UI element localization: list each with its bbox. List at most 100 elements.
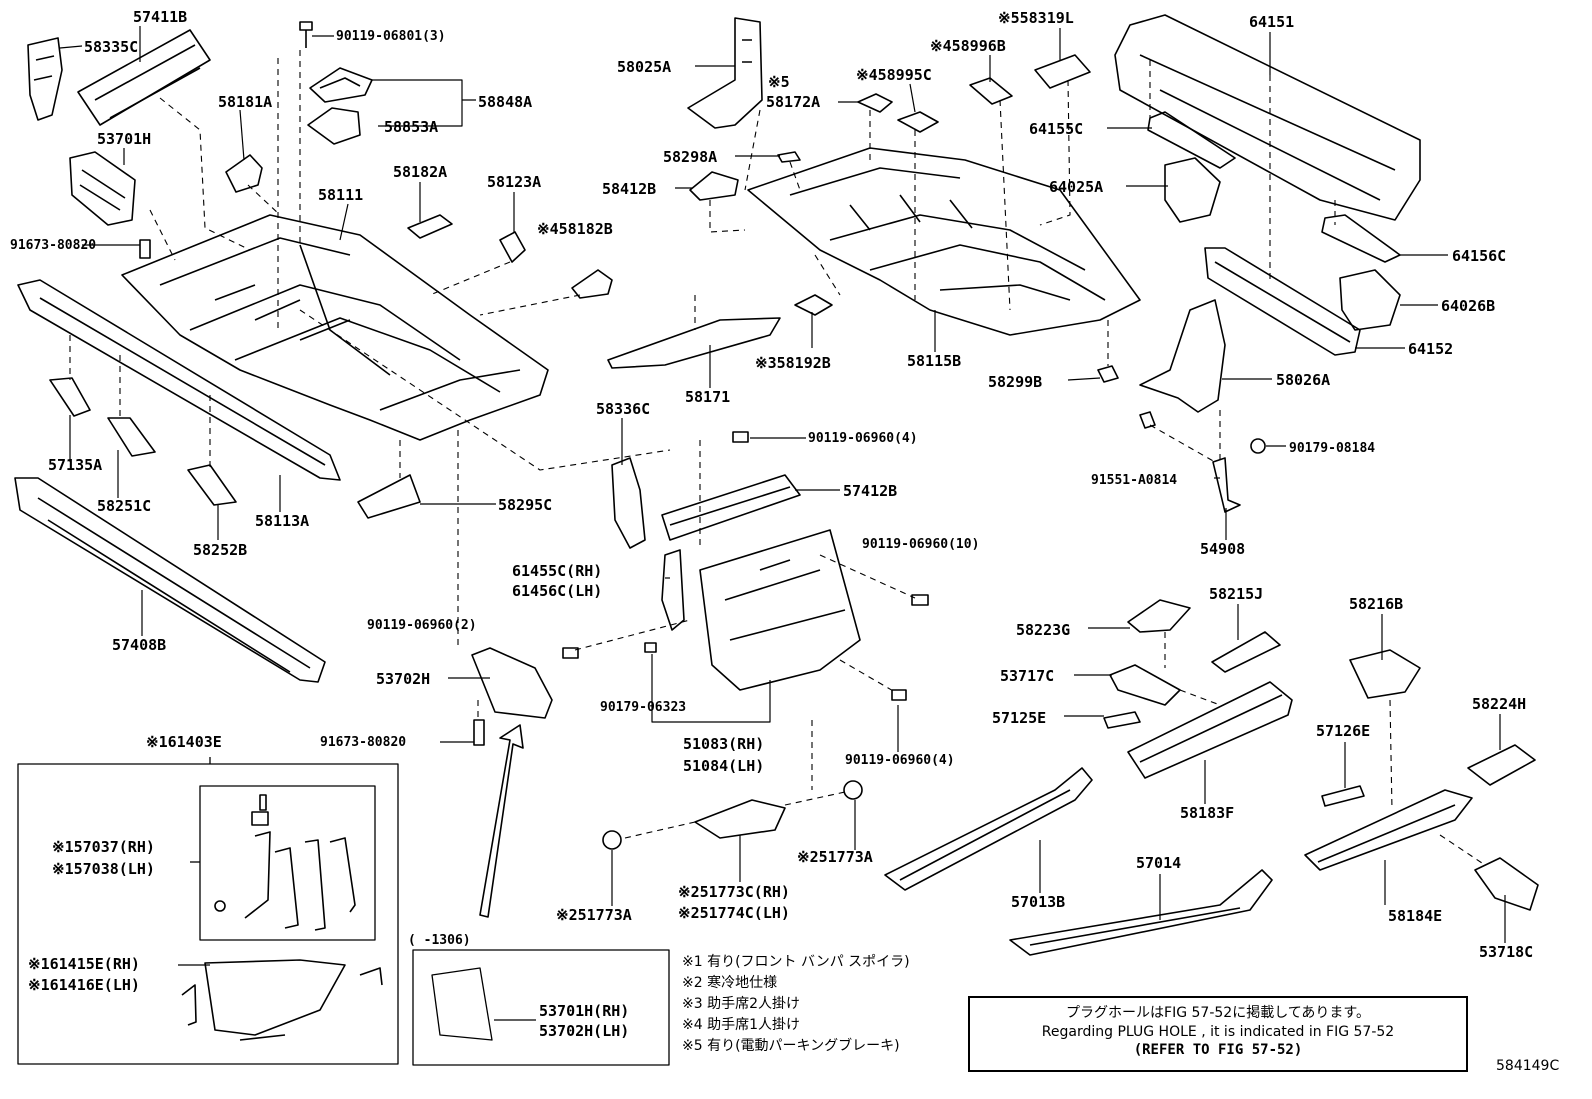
part-label-l25: 64151 — [1249, 13, 1295, 31]
part-label-l66: 53718C — [1479, 943, 1534, 961]
part-label-l07: 53701H — [97, 130, 152, 148]
part-58995C-shape — [897, 111, 939, 133]
part-58123A-shape — [499, 231, 526, 263]
part-53702H-shape — [471, 647, 553, 719]
part-64025A-shape — [1164, 157, 1221, 223]
part-label-l26: 64155C — [1029, 120, 1084, 138]
part-label-l69: ※251773A — [556, 906, 632, 924]
part-label-l34: 58115B — [907, 352, 962, 370]
part-58335C-shape — [27, 37, 63, 121]
bracket-61415E-shape — [181, 959, 383, 1041]
leader-lines — [59, 26, 1506, 943]
part-58251C-shape — [107, 417, 156, 457]
part-57135A-shape — [49, 377, 91, 417]
plug-note-japanese: プラグホールはFIG 57-52に掲載してあります。 — [1066, 1005, 1370, 1021]
part-57013B-shape — [884, 767, 1093, 891]
bolt-91551-shape — [1139, 411, 1156, 429]
plug-note-english: Regarding PLUG HOLE , it is indicated in… — [1041, 1024, 1395, 1040]
part-58184E-shape — [1304, 789, 1473, 871]
part-57408B-shape — [14, 477, 326, 683]
part-54908-shape — [1212, 457, 1241, 513]
part-label-l45: 61455C(RH) — [512, 562, 603, 580]
part-label-l12: 91673-80820 — [10, 238, 97, 253]
part-label-l06: 58181A — [218, 93, 273, 111]
part-58181A-shape — [225, 154, 263, 193]
part-label-l24: ※558319L — [998, 9, 1074, 27]
part-label-l71: ※157037(RH) — [52, 838, 155, 856]
part-label-l65: 58184E — [1388, 907, 1443, 925]
part-label-l14: 58251C — [97, 497, 152, 515]
part-label-l08: 58111 — [318, 186, 364, 204]
plug-hole-note-box: プラグホールはFIG 57-52に掲載してあります。 Regarding PLU… — [968, 996, 1468, 1072]
part-58192B-shape — [794, 294, 833, 316]
part-label-l63: 57014 — [1136, 854, 1182, 872]
part-label-l75: ( -1306) — [408, 933, 471, 948]
clip-90179-06323-shape — [644, 642, 657, 653]
part-58224H-shape — [1467, 744, 1536, 786]
part-label-l32: 58412B — [602, 180, 657, 198]
part-label-l23: ※458996B — [930, 37, 1006, 55]
plug-note-refer: (REFER TO FIG 57-52) — [1133, 1042, 1303, 1058]
part-58252B-shape — [187, 464, 237, 506]
part-57411B-shape — [77, 29, 211, 126]
part-label-l61: 58183F — [1180, 804, 1235, 822]
part-58336C-shape — [611, 457, 646, 549]
part-label-l22: ※458995C — [856, 66, 932, 84]
nut-90179-08184-shape — [1250, 438, 1266, 454]
part-58848A-shape — [309, 67, 373, 103]
part-label-l72: ※157038(LH) — [52, 860, 155, 878]
part-label-l47: 58223G — [1016, 621, 1071, 639]
part-label-l10: 58123A — [487, 173, 542, 191]
part-label-l64: 57013B — [1011, 893, 1066, 911]
part-label-l03: 90119-06801(3) — [336, 29, 446, 44]
part-58115B-shape — [747, 147, 1141, 336]
reference-arrow — [479, 724, 524, 918]
part-label-l40: 90179-08184 — [1289, 441, 1376, 456]
part-label-l52: 53702H — [376, 670, 431, 688]
bolt-90119-06801-shape — [299, 21, 313, 48]
part-58215J-shape — [1211, 631, 1281, 673]
part-57014-shape — [1009, 869, 1273, 956]
part-label-l38: 58336C — [596, 400, 651, 418]
part-label-l28: 64156C — [1452, 247, 1507, 265]
part-label-l37: 58026A — [1276, 371, 1331, 389]
part-64026B-shape — [1339, 269, 1401, 331]
part-label-l35: 58171 — [685, 388, 731, 406]
illustration-ref-code: 584149C — [1496, 1058, 1560, 1074]
part-label-l20: ※5 — [768, 73, 790, 91]
part-58298A-shape — [777, 151, 801, 163]
part-label-l01: 57411B — [133, 8, 188, 26]
part-label-l43: 54908 — [1200, 540, 1246, 558]
part-58182A-shape — [407, 214, 453, 239]
part-57126E-shape — [1321, 785, 1365, 807]
part-label-l53: 90179-06323 — [600, 700, 687, 715]
part-label-l68: ※251774C(LH) — [678, 904, 790, 922]
part-58412B-shape — [689, 171, 739, 201]
part-64151-shape — [1114, 14, 1421, 221]
part-label-l27: 64025A — [1049, 178, 1104, 196]
part-label-l50: 90119-06960(2) — [367, 618, 477, 633]
part-label-l46: 61456C(LH) — [512, 582, 603, 600]
part-label-l05: 58853A — [384, 118, 439, 136]
footnote-5: ※5 有り(電動パーキングブレーキ) — [682, 1038, 900, 1054]
part-label-l02: 58335C — [84, 38, 139, 56]
part-label-l13: 57135A — [48, 456, 103, 474]
part-label-l49: 58216B — [1349, 595, 1404, 613]
part-53718C-shape — [1474, 857, 1539, 911]
part-label-l21: 58172A — [766, 93, 821, 111]
part-label-l55: 58224H — [1472, 695, 1527, 713]
part-label-l11: ※458182B — [537, 220, 613, 238]
part-58183F-shape — [1127, 681, 1293, 779]
footnote-1: ※1 有り(フロント バンパ スポイラ) — [682, 954, 910, 970]
footnote-4: ※4 助手席1人掛け — [682, 1017, 800, 1033]
part-label-l16: 58252B — [193, 541, 248, 559]
part-61455C-shape — [661, 549, 685, 631]
footnote-3: ※3 助手席2人掛け — [682, 996, 800, 1012]
part-label-l51: 53717C — [1000, 667, 1055, 685]
part-label-l57: 91673-80820 — [320, 735, 407, 750]
part-label-l70: ※161403E — [146, 733, 222, 751]
part-label-l17: 58295C — [498, 496, 553, 514]
part-53717C-shape — [1109, 664, 1181, 706]
